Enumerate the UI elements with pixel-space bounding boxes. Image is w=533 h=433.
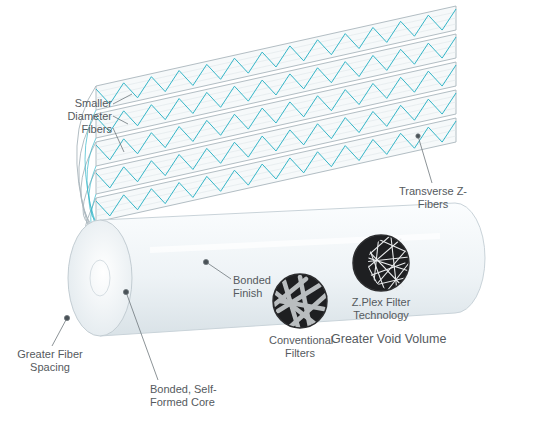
microscope-view: Z.Plex Filter Technology [336,233,426,333]
part-label: Greater Fiber Spacing [12,348,88,374]
media-curl [81,142,96,226]
node-heading: Z.Plex Filter Technology [336,296,426,322]
fiber-strand [373,235,379,291]
fiber-strand [274,279,306,305]
circle-background [273,274,327,328]
part-label: Smaller Diameter Fibers [48,97,112,136]
microscope-view: Conventional Filters [269,271,331,371]
fine-fiber [96,18,456,98]
fiber-circle [336,233,426,293]
part-label: Bonded, Self-Formed Core [150,383,218,409]
part-label: Bonded Finish [233,274,283,300]
fiber-strand [280,301,324,309]
circle-outline [273,274,327,328]
fine-fiber [96,12,456,92]
fiber-circle [269,271,331,331]
node-heading: Conventional Filters [269,334,331,360]
z-fiber [96,9,456,104]
fiber-strand [353,235,391,269]
fiber-strand [369,235,409,253]
media-sheet [96,6,456,110]
circle-background [353,235,409,291]
part-label: Transverse Z-Fibers [396,185,470,211]
filter-cylinder [68,203,485,336]
fiber-strand [355,263,405,281]
part-label: Greater Void Volume [331,333,481,346]
fine-fiber [96,24,456,104]
fiber-strand [355,257,409,263]
circle-outline [353,235,409,291]
fiber-strand [367,277,409,287]
